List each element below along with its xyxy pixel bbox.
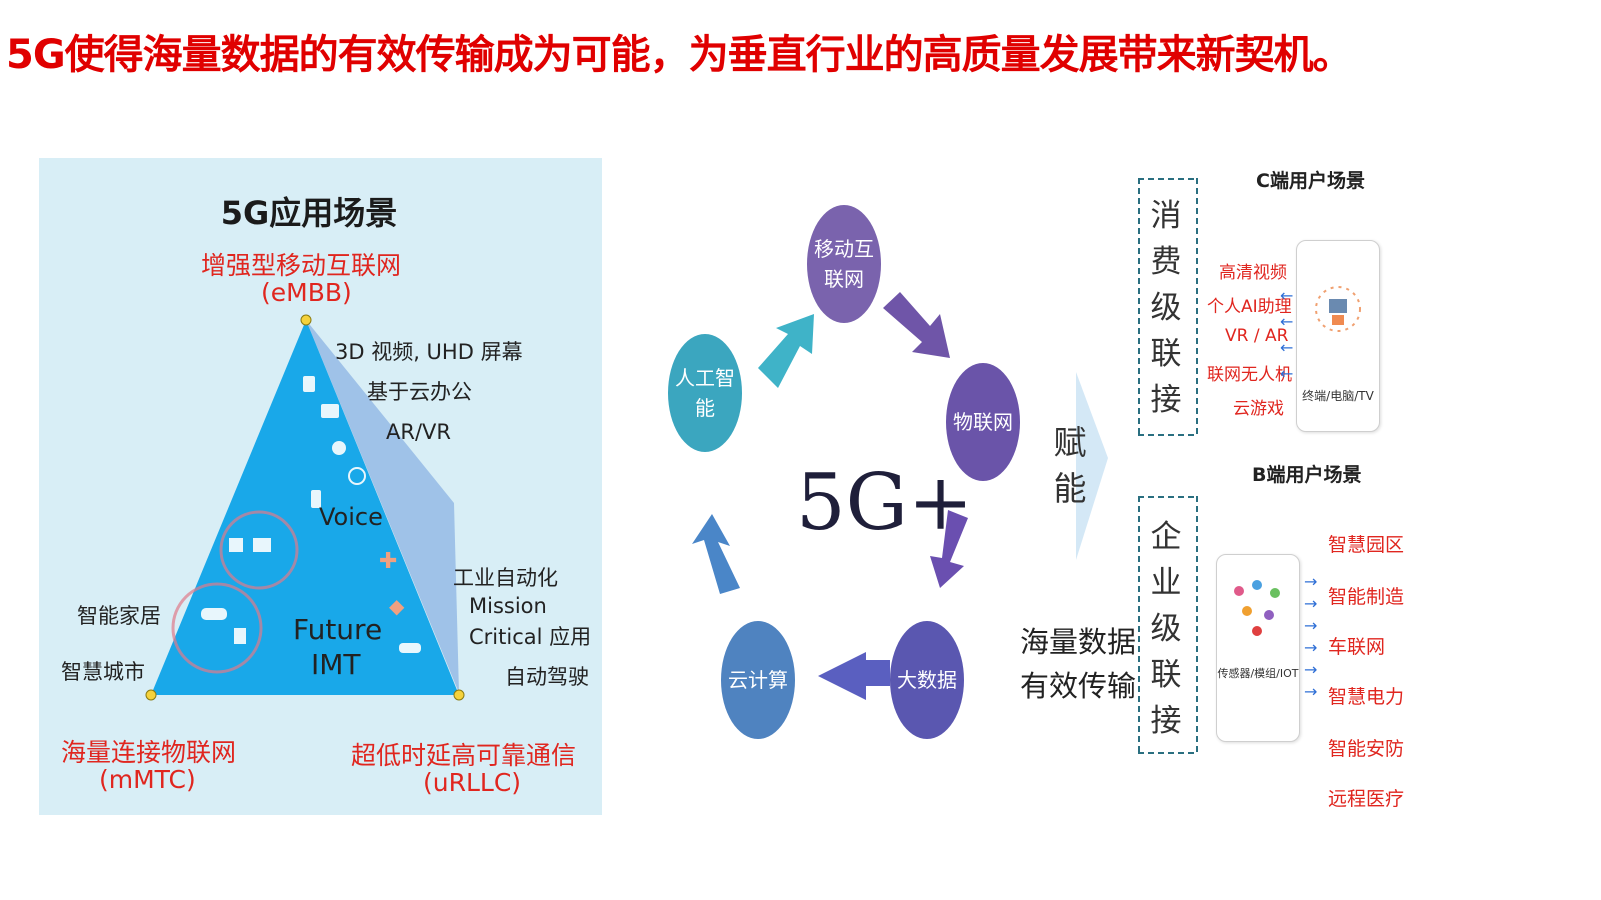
arrow-left-icon: ←: [1280, 286, 1294, 305]
enterprise-item-iov: 车联网: [1328, 636, 1386, 658]
consumer-dashed-box: [1138, 178, 1198, 434]
imt-label: IMT: [311, 648, 361, 681]
arrow-left-icon: ←: [1280, 338, 1294, 357]
embb-label: 增强型移动互联网: [201, 251, 402, 280]
arrow-right-icon: →: [1304, 682, 1318, 701]
consumer-item-vr-ar: VR / AR: [1225, 326, 1289, 346]
enterprise-box-bottom: [1138, 752, 1194, 754]
consumer-section-title: C端用户场景: [1256, 170, 1365, 192]
consumer-box-bottom: [1138, 434, 1194, 436]
vehicle-icon: [399, 643, 421, 653]
consumer-box-top: [1138, 178, 1194, 180]
consumer-vertical-label: 消费级联接: [1150, 198, 1182, 418]
urllc-item-autonomous-driving: 自动驾驶: [505, 665, 589, 689]
arrow-mobile-to-iot: [883, 292, 950, 358]
consumer-device-caption: 终端/电脑/TV: [1302, 389, 1374, 403]
node-mobile-internet: 移动互联网: [807, 205, 881, 323]
voice-label: Voice: [319, 503, 383, 531]
node-ai: 人工智能: [668, 334, 742, 452]
empower-label: 赋能: [1053, 423, 1087, 508]
tv-icon: [321, 404, 339, 418]
smart-home-circle: [219, 510, 299, 590]
5g-triangle-diagram: ✚ ◆: [145, 314, 465, 701]
embb-vertex-dot: [300, 314, 312, 326]
car-icon: [201, 608, 227, 620]
arrow-right-icon: →: [1304, 594, 1318, 613]
enterprise-item-smart-park: 智慧园区: [1328, 534, 1405, 556]
monitor-icon: [229, 538, 243, 552]
arrow-iot-to-bigdata: [930, 510, 968, 588]
drone-icon: ◆: [389, 594, 405, 618]
mass-data-transmission-label: 海量数据 有效传输: [1020, 625, 1137, 703]
devices-illustration: [1315, 286, 1361, 332]
arrow-left-icon: ←: [1280, 364, 1294, 383]
consumer-item-cloud-gaming: 云游戏: [1233, 399, 1284, 419]
enterprise-item-smart-manufacturing: 智能制造: [1328, 586, 1405, 608]
node-big-data: 大数据: [890, 621, 964, 739]
mmtc-item-smart-home: 智能家居: [77, 604, 161, 628]
phone-icon: [303, 376, 315, 392]
globe-icon: [348, 467, 366, 485]
urllc-item-industrial-automation: 工业自动化: [453, 566, 558, 590]
mobile-icon: [311, 490, 321, 508]
enterprise-item-smart-security: 智能安防: [1328, 738, 1405, 760]
enterprise-dashed-box: [1138, 496, 1198, 752]
urllc-item-mission: Mission: [469, 594, 547, 618]
empower-chevron: [1076, 372, 1108, 560]
arrow-cloud-to-ai: [692, 514, 740, 594]
cycle-arrows: [692, 292, 1108, 700]
page-headline: 5G使得海量数据的有效传输成为可能，为垂直行业的高质量发展带来新契机。: [6, 32, 1353, 78]
triangle-main-face: [151, 320, 459, 695]
router-icon: [1332, 315, 1344, 325]
medical-cross-icon: ✚: [379, 549, 397, 574]
arrow-right-icon: →: [1304, 660, 1318, 679]
enterprise-section-title: B端用户场景: [1252, 464, 1362, 486]
consumer-item-drone: 联网无人机: [1207, 365, 1292, 385]
enterprise-device-box: 传感器/模组/IOT: [1216, 554, 1300, 742]
arrow-ai-to-mobile: [758, 314, 814, 388]
5g-empowerment-panel: 移动互联网 人工智能 物联网 大数据 云计算 5G+ 赋能 海量数据 有效传输 …: [668, 158, 1428, 818]
gamepad-icon: [332, 441, 346, 455]
embb-item-3d-video: 3D 视频, UHD 屏幕: [335, 340, 523, 364]
house-icon: [253, 538, 271, 552]
enterprise-item-remote-medical: 远程医疗: [1328, 788, 1405, 810]
center-5g-plus-label: 5G+: [796, 458, 974, 548]
bus-icon: [234, 628, 246, 644]
smart-city-circle: [171, 582, 263, 674]
consumer-item-ai-assistant: 个人AI助理: [1207, 297, 1292, 317]
arrow-bigdata-to-cloud: [818, 652, 890, 700]
arrow-right-icon: →: [1304, 616, 1318, 635]
mmtc-label: 海量连接物联网: [61, 738, 237, 767]
enterprise-vertical-label: 企业级联接: [1150, 519, 1182, 739]
urllc-vertex-dot: [453, 689, 465, 701]
arrow-right-icon: →: [1304, 638, 1318, 657]
mmtc-vertex-dot: [145, 689, 157, 701]
urllc-abbr: (uRLLC): [423, 768, 522, 797]
enterprise-box-top: [1138, 496, 1194, 498]
enterprise-device-caption: 传感器/模组/IOT: [1217, 667, 1299, 680]
embb-item-ar-vr: AR/VR: [386, 420, 451, 444]
urllc-item-critical-app: Critical 应用: [469, 625, 592, 649]
triangle-side-face: [306, 320, 459, 693]
urllc-label: 超低时延高可靠通信: [351, 741, 577, 770]
panel-title: 5G应用场景: [220, 194, 398, 232]
sensors-illustration: [1234, 580, 1280, 636]
consumer-device-box: 终端/电脑/TV: [1296, 240, 1380, 432]
embb-abbr: (eMBB): [261, 278, 352, 307]
node-cloud: 云计算: [721, 621, 795, 739]
mmtc-item-smart-city: 智慧城市: [61, 660, 145, 684]
embb-item-cloud-office: 基于云办公: [367, 380, 472, 404]
laptop-icon: [1329, 299, 1347, 313]
arrow-left-icon: ←: [1280, 312, 1294, 331]
arrow-right-icon: →: [1304, 572, 1318, 591]
node-iot: 物联网: [946, 363, 1020, 481]
consumer-item-hd-video: 高清视频: [1219, 263, 1287, 283]
5g-scenarios-panel: 5G应用场景 ✚ ◆ 增强型移动互联网 (eMBB) 3D 视频,: [39, 158, 602, 815]
mmtc-abbr: (mMTC): [99, 765, 196, 794]
enterprise-item-smart-power: 智慧电力: [1328, 686, 1405, 708]
future-label: Future: [293, 613, 383, 646]
